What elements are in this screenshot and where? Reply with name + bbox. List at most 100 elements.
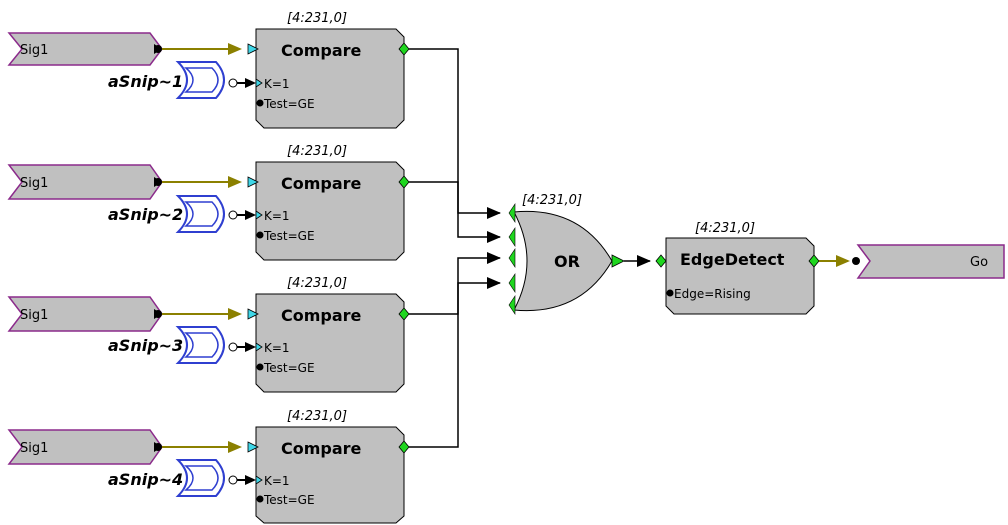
- snip-connector[interactable]: [175, 61, 225, 99]
- port-icon: [228, 210, 238, 220]
- arrow-icon: [487, 277, 501, 289]
- input-port-icon: [247, 308, 259, 320]
- signal-tag[interactable]: Sig1: [7, 429, 163, 465]
- tag-input-port-icon: [852, 257, 860, 265]
- arrow-icon: [245, 78, 256, 88]
- wire-row-3: [409, 257, 500, 315]
- edge-detect-block[interactable]: EdgeDetect Edge=Rising: [665, 237, 815, 315]
- snip-connector[interactable]: [175, 195, 225, 233]
- output-tag[interactable]: Go: [856, 244, 1005, 279]
- param-port-icon: [256, 231, 264, 239]
- input-port-icon: [508, 273, 516, 293]
- compare-block[interactable]: Compare K=1 Test=GE: [255, 161, 405, 261]
- output-port-icon: [611, 254, 625, 268]
- row-1: Sig1 aSnip~1 [4:231,0] Compare K=1 Test=…: [7, 11, 410, 129]
- or-gate[interactable]: OR: [513, 210, 613, 312]
- snip-label: aSnip~1: [108, 72, 183, 91]
- compare-block-title: Compare: [281, 174, 362, 193]
- snip-connector[interactable]: [175, 459, 225, 497]
- input-port-icon: [247, 176, 259, 188]
- input-port-icon: [255, 342, 263, 352]
- arrow-icon: [245, 342, 256, 352]
- tag-output-port-icon: [154, 177, 162, 187]
- wire-row-2: [409, 181, 500, 238]
- arrow-icon: [245, 210, 256, 220]
- compare-block[interactable]: Compare K=1 Test=GE: [255, 426, 405, 524]
- signal-tag-label: Sig1: [20, 308, 48, 323]
- arrow-icon: [228, 43, 242, 55]
- edge-detect-address: [4:231,0]: [695, 221, 755, 236]
- param-port-icon: [666, 289, 674, 297]
- param-port-icon: [256, 99, 264, 107]
- signal-tag[interactable]: Sig1: [7, 32, 163, 66]
- arrow-icon: [228, 176, 242, 188]
- tag-output-port-icon: [154, 309, 162, 319]
- input-port-icon: [255, 210, 263, 220]
- block-address: [4:231,0]: [287, 276, 347, 291]
- signal-tag-label: Sig1: [20, 43, 48, 58]
- signal-tag[interactable]: Sig1: [7, 296, 163, 332]
- signal-tag[interactable]: Sig1: [7, 164, 163, 200]
- edge-detect-title: EdgeDetect: [680, 250, 785, 269]
- input-port-icon: [255, 475, 263, 485]
- param-test: Test=GE: [263, 361, 315, 375]
- input-port-icon: [508, 248, 516, 268]
- block-address: [4:231,0]: [287, 11, 347, 26]
- param-port-icon: [256, 495, 264, 503]
- input-port-icon: [247, 43, 259, 55]
- row-2: Sig1 aSnip~2 [4:231,0] Compare K=1 Test=…: [7, 144, 410, 261]
- compare-block-title: Compare: [281, 306, 362, 325]
- param-k: K=1: [264, 341, 290, 355]
- arrow-icon: [836, 255, 850, 267]
- input-port-icon: [508, 227, 516, 247]
- or-input-arrows: [487, 207, 501, 289]
- param-test: Test=GE: [263, 97, 315, 111]
- param-test: Test=GE: [263, 229, 315, 243]
- compare-block-title: Compare: [281, 439, 362, 458]
- param-k: K=1: [264, 77, 290, 91]
- row-4: Sig1 aSnip~4 [4:231,0] Compare K=1 Test=…: [7, 409, 410, 524]
- or-gate-label: OR: [554, 252, 580, 271]
- arrow-icon: [637, 255, 651, 267]
- snip-label: aSnip~3: [108, 336, 183, 355]
- or-input-wires: [409, 48, 500, 448]
- port-icon: [228, 475, 238, 485]
- or-gate-address: [4:231,0]: [522, 193, 582, 208]
- port-icon: [228, 78, 238, 88]
- input-port-icon: [247, 441, 259, 453]
- port-icon: [228, 342, 238, 352]
- param-test: Test=GE: [263, 493, 315, 507]
- compare-block[interactable]: Compare K=1 Test=GE: [255, 28, 405, 129]
- param-k: K=1: [264, 474, 290, 488]
- tag-output-port-icon: [154, 442, 162, 452]
- param-port-icon: [256, 363, 264, 371]
- arrow-icon: [487, 231, 501, 243]
- signal-tag-label: Sig1: [20, 441, 48, 456]
- wire-row-4: [409, 282, 500, 448]
- compare-block-title: Compare: [281, 41, 362, 60]
- edge-detect-param: Edge=Rising: [674, 287, 751, 301]
- output-tag-label: Go: [970, 255, 988, 270]
- input-port-icon: [255, 78, 263, 88]
- input-port-icon: [508, 203, 516, 223]
- or-gate-input-ports: [508, 203, 516, 315]
- arrow-icon: [245, 475, 256, 485]
- arrow-icon: [487, 252, 501, 264]
- block-address: [4:231,0]: [287, 144, 347, 159]
- tag-output-port-icon: [154, 44, 162, 54]
- arrow-icon: [228, 441, 242, 453]
- snip-connector[interactable]: [175, 326, 225, 364]
- compare-block[interactable]: Compare K=1 Test=GE: [255, 293, 405, 393]
- signal-tag-label: Sig1: [20, 176, 48, 191]
- snip-label: aSnip~4: [108, 470, 183, 489]
- input-port-icon: [655, 254, 667, 268]
- arrow-icon: [228, 308, 242, 320]
- block-address: [4:231,0]: [287, 409, 347, 424]
- snip-label: aSnip~2: [108, 205, 183, 224]
- input-port-icon: [508, 295, 516, 315]
- param-k: K=1: [264, 209, 290, 223]
- arrow-icon: [487, 207, 501, 219]
- wire-row-1: [409, 48, 500, 214]
- row-3: Sig1 aSnip~3 [4:231,0] Compare K=1 Test=…: [7, 276, 410, 393]
